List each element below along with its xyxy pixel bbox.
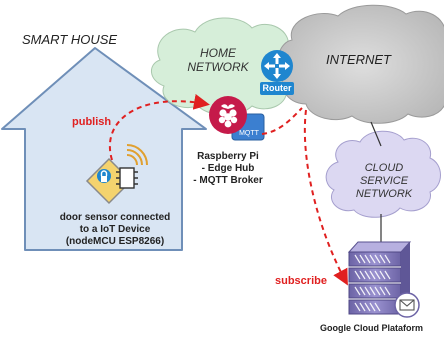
iot-device-caption-1: door sensor connected [59,212,171,223]
iot-device-caption-2: to a IoT Device [79,224,151,235]
home-network-label-line2: NETWORK [187,60,249,74]
iot-device-caption-3: (nodeMCU ESP8266) [65,236,165,247]
internet-to-cloud-link [370,121,382,147]
gcp-label: Google Cloud Plataform [320,323,424,333]
internet-label: INTERNET [326,52,391,67]
cloud-service-label-line3: NETWORK [355,188,413,200]
publish-arrow [109,93,210,161]
cloud-service-cloud [325,130,441,218]
smart-house-title: SMART HOUSE [22,32,118,47]
raspberry-caption-3: - MQTT Broker [193,175,263,186]
subscribe-arrow [303,109,348,286]
envelope-icon [394,292,420,318]
raspberry-caption-1: Raspberry Pi [197,151,259,162]
smart-house [1,47,207,251]
router-label: Router [262,83,292,93]
cloud-service-label-line2: SERVICE [359,175,409,187]
subscribe-label: subscribe [275,275,327,287]
cloud-service-label-line1: CLOUD [364,162,404,174]
iot-device-icon [85,157,138,205]
router-icon [260,50,294,95]
wifi-icon [126,144,148,166]
home-network-label-line1: HOME [200,46,236,60]
mqtt-badge: MQTT [239,130,259,137]
raspberry-pi-icon [209,96,265,141]
publish-label: publish [72,116,112,128]
raspberry-caption-2: - Edge Hub [201,163,255,174]
broker-to-internet-link [261,107,303,135]
gcp-server-icon [347,241,412,315]
